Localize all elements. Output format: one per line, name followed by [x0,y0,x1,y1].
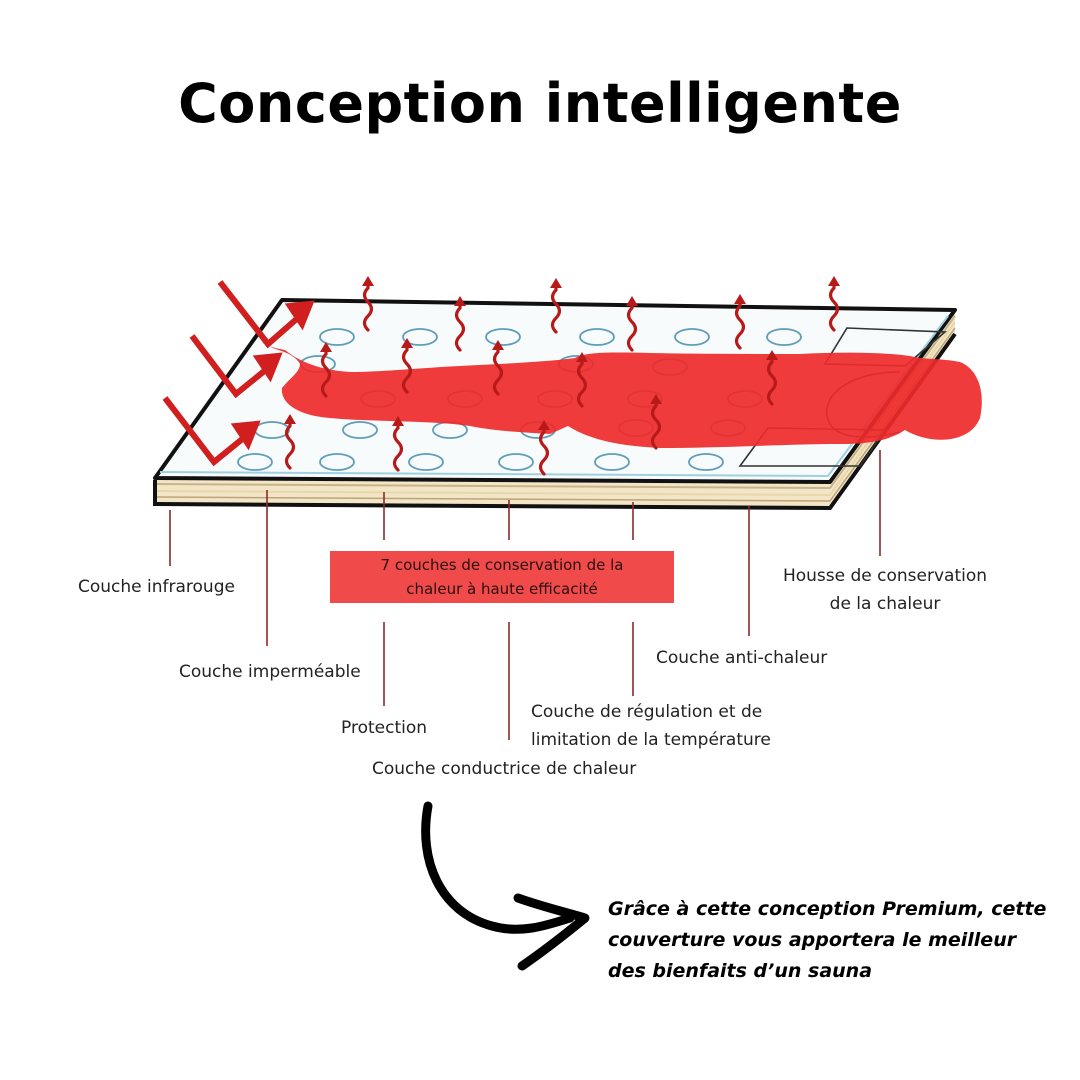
label-protection: Protection [341,718,428,738]
premium-note: Grâce à cette conception Premium, cette … [608,894,1068,987]
layers-banner: 7 couches de conservation de la chaleur … [330,551,674,603]
banner-line-1: 7 couches de conservation de la [380,556,624,574]
label-waterproof-layer: Couche imperméable [179,662,361,682]
label-regulation-line-1: Couche de régulation et de [531,702,763,722]
banner-line-2: chaleur à haute efficacité [406,580,598,598]
note-line-2: couverture vous apportera le meilleur [608,929,1017,951]
label-cover-line-2: de la chaleur [829,594,941,614]
label-regulation-layer: Couche de régulation et de limitation de… [531,698,771,754]
note-line-1: Grâce à cette conception Premium, cette [608,898,1047,920]
label-cover-line-1: Housse de conservation [782,566,988,586]
incoming-heat-arrow-icon [162,280,315,467]
leader-lines [169,450,881,740]
label-cover: Housse de conservation de la chaleur [778,562,992,618]
label-infrared-layer: Couche infrarouge [78,577,235,597]
body-silhouette [262,342,982,448]
curved-arrow-icon [421,801,590,971]
label-conductive-layer: Couche conductrice de chaleur [372,759,637,779]
page-title: Conception intelligente [178,72,902,135]
note-line-3: des bienfaits d’un sauna [608,960,873,982]
label-anti-heat-layer: Couche anti-chaleur [656,648,828,668]
label-regulation-line-2: limitation de la température [531,730,771,750]
